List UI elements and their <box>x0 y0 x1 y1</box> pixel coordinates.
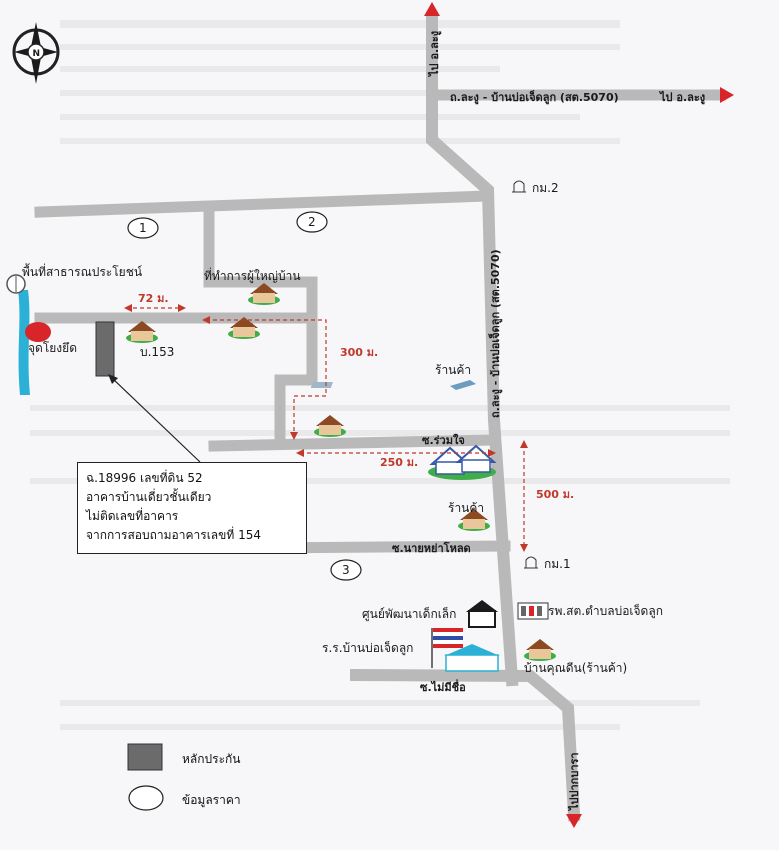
house-icon <box>126 321 158 343</box>
village-house-icon <box>428 444 497 480</box>
arrow-down-icon <box>520 544 528 552</box>
arrow-left-icon <box>296 449 304 457</box>
public-area-marker <box>6 274 26 294</box>
headman-office-label: ที่ทำการผู้ใหญ่บ้าน <box>204 267 301 284</box>
legend-collateral-label: หลักประกัน <box>182 752 241 766</box>
km-1-label: กม.1 <box>544 557 571 571</box>
to-la-ngu-top-label: ไป อ.ละงู <box>427 31 442 78</box>
soi-ruam-jai-road <box>208 434 500 452</box>
health-center-label: รพ.สต.ตำบลบ่อเจ็ดลูก <box>548 603 663 619</box>
road-branch-1 <box>34 190 494 218</box>
arrow-right-icon <box>178 304 186 312</box>
legend-collateral-swatch <box>127 743 163 771</box>
legend-price-label: ข้อมูลราคา <box>182 793 241 807</box>
distance-500-label: 500 ม. <box>536 488 574 501</box>
khun-duen-shop-label: บ้านคุณดีน(ร้านค้า) <box>524 661 627 676</box>
highway-label: ถ.ละงู - บ้านบ่อเจ็ดลูก (สต.5070) <box>450 90 619 105</box>
distance-lines <box>126 307 525 548</box>
house-icon <box>228 317 260 339</box>
soi-nai-ya-phot-label: ซ.นายหย่าโหลด <box>392 541 471 555</box>
house-icon <box>524 639 556 661</box>
compass-icon: N <box>12 22 60 84</box>
main-road-vertical-label: ถ.ละงู - บ้านบ่อเจ็ดลูก (สต.5070) <box>488 249 503 418</box>
arrow-down-icon <box>290 432 298 440</box>
arrow-left-icon <box>202 316 210 324</box>
price-point-1: 1 <box>127 217 159 239</box>
shop-icon <box>310 380 476 390</box>
distance-300-label: 300 ม. <box>340 346 378 359</box>
road-bend <box>274 312 318 448</box>
price-point-3: 3 <box>330 559 362 581</box>
collateral-plot <box>95 321 115 377</box>
arrow-down-icon <box>566 814 582 828</box>
road-to-property <box>34 276 318 324</box>
to-la-ngu-right-label: ไป อ.ละงู <box>658 90 705 105</box>
note-line-3: ไม่ติดเลขที่อาคาร <box>86 509 179 523</box>
school-icon <box>431 628 500 672</box>
compass-label: N <box>33 49 41 59</box>
soi-ruam-jai-label: ซ.ร่วมใจ <box>422 433 465 447</box>
soi-no-name-label: ซ.ไม่มีชื่อ <box>420 679 466 694</box>
note-line-1: ฉ.18996 เลขที่ดิน 52 <box>86 471 203 485</box>
distance-72-label: 72 ม. <box>138 292 169 305</box>
background-scan-texture <box>30 20 730 730</box>
house-icon <box>248 283 280 305</box>
distance-250-label: 250 ม. <box>380 456 418 469</box>
soi-no-name-road <box>349 668 581 822</box>
km-marker-2: กม.2 <box>512 180 559 195</box>
shop-2-label: ร้านค้า <box>448 501 484 515</box>
km-2-label: กม.2 <box>532 181 559 195</box>
house-icon <box>458 509 490 531</box>
water-stream <box>18 290 30 395</box>
svg-text:1: 1 <box>139 221 147 235</box>
svg-text:3: 3 <box>342 563 350 577</box>
school-label: ร.ร.บ้านบ่อเจ็ดลูก <box>322 640 413 656</box>
house-153-label: บ.153 <box>140 345 174 359</box>
shop-1-label: ร้านค้า <box>435 363 471 377</box>
svg-text:2: 2 <box>308 215 316 229</box>
child-center-label: ศูนย์พัฒนาเด็กเล็ก <box>362 606 456 622</box>
health-center-icon <box>517 602 549 620</box>
km-marker-1: กม.1 <box>524 556 571 571</box>
child-center-icon <box>466 600 498 628</box>
pointer-line <box>111 377 201 463</box>
arrow-left-icon <box>124 304 132 312</box>
legend-price-swatch <box>128 785 164 811</box>
arrow-right-icon <box>720 87 734 103</box>
note-line-4: จากการสอบถามอาคารเลขที่ 154 <box>86 528 261 542</box>
note-line-2: อาคารบ้านเดี่ยวชั้นเดียว <box>86 490 212 504</box>
price-point-2: 2 <box>296 211 328 233</box>
reference-point-icon <box>25 322 51 342</box>
collateral-note-box: ฉ.18996 เลขที่ดิน 52 อาคารบ้านเดี่ยวชั้น… <box>77 462 307 554</box>
arrow-up-icon <box>424 2 440 16</box>
reference-point-label: จุดโยงยึด <box>28 341 77 356</box>
pointer-arrow-icon <box>108 374 118 384</box>
to-pak-bara-label: ไปปากบารา <box>567 752 581 812</box>
arrow-right-icon <box>488 449 496 457</box>
arrow-up-icon <box>520 440 528 448</box>
house-icon <box>314 415 346 437</box>
public-area-label: พื้นที่สาธารณประโยชน์ <box>22 263 142 279</box>
